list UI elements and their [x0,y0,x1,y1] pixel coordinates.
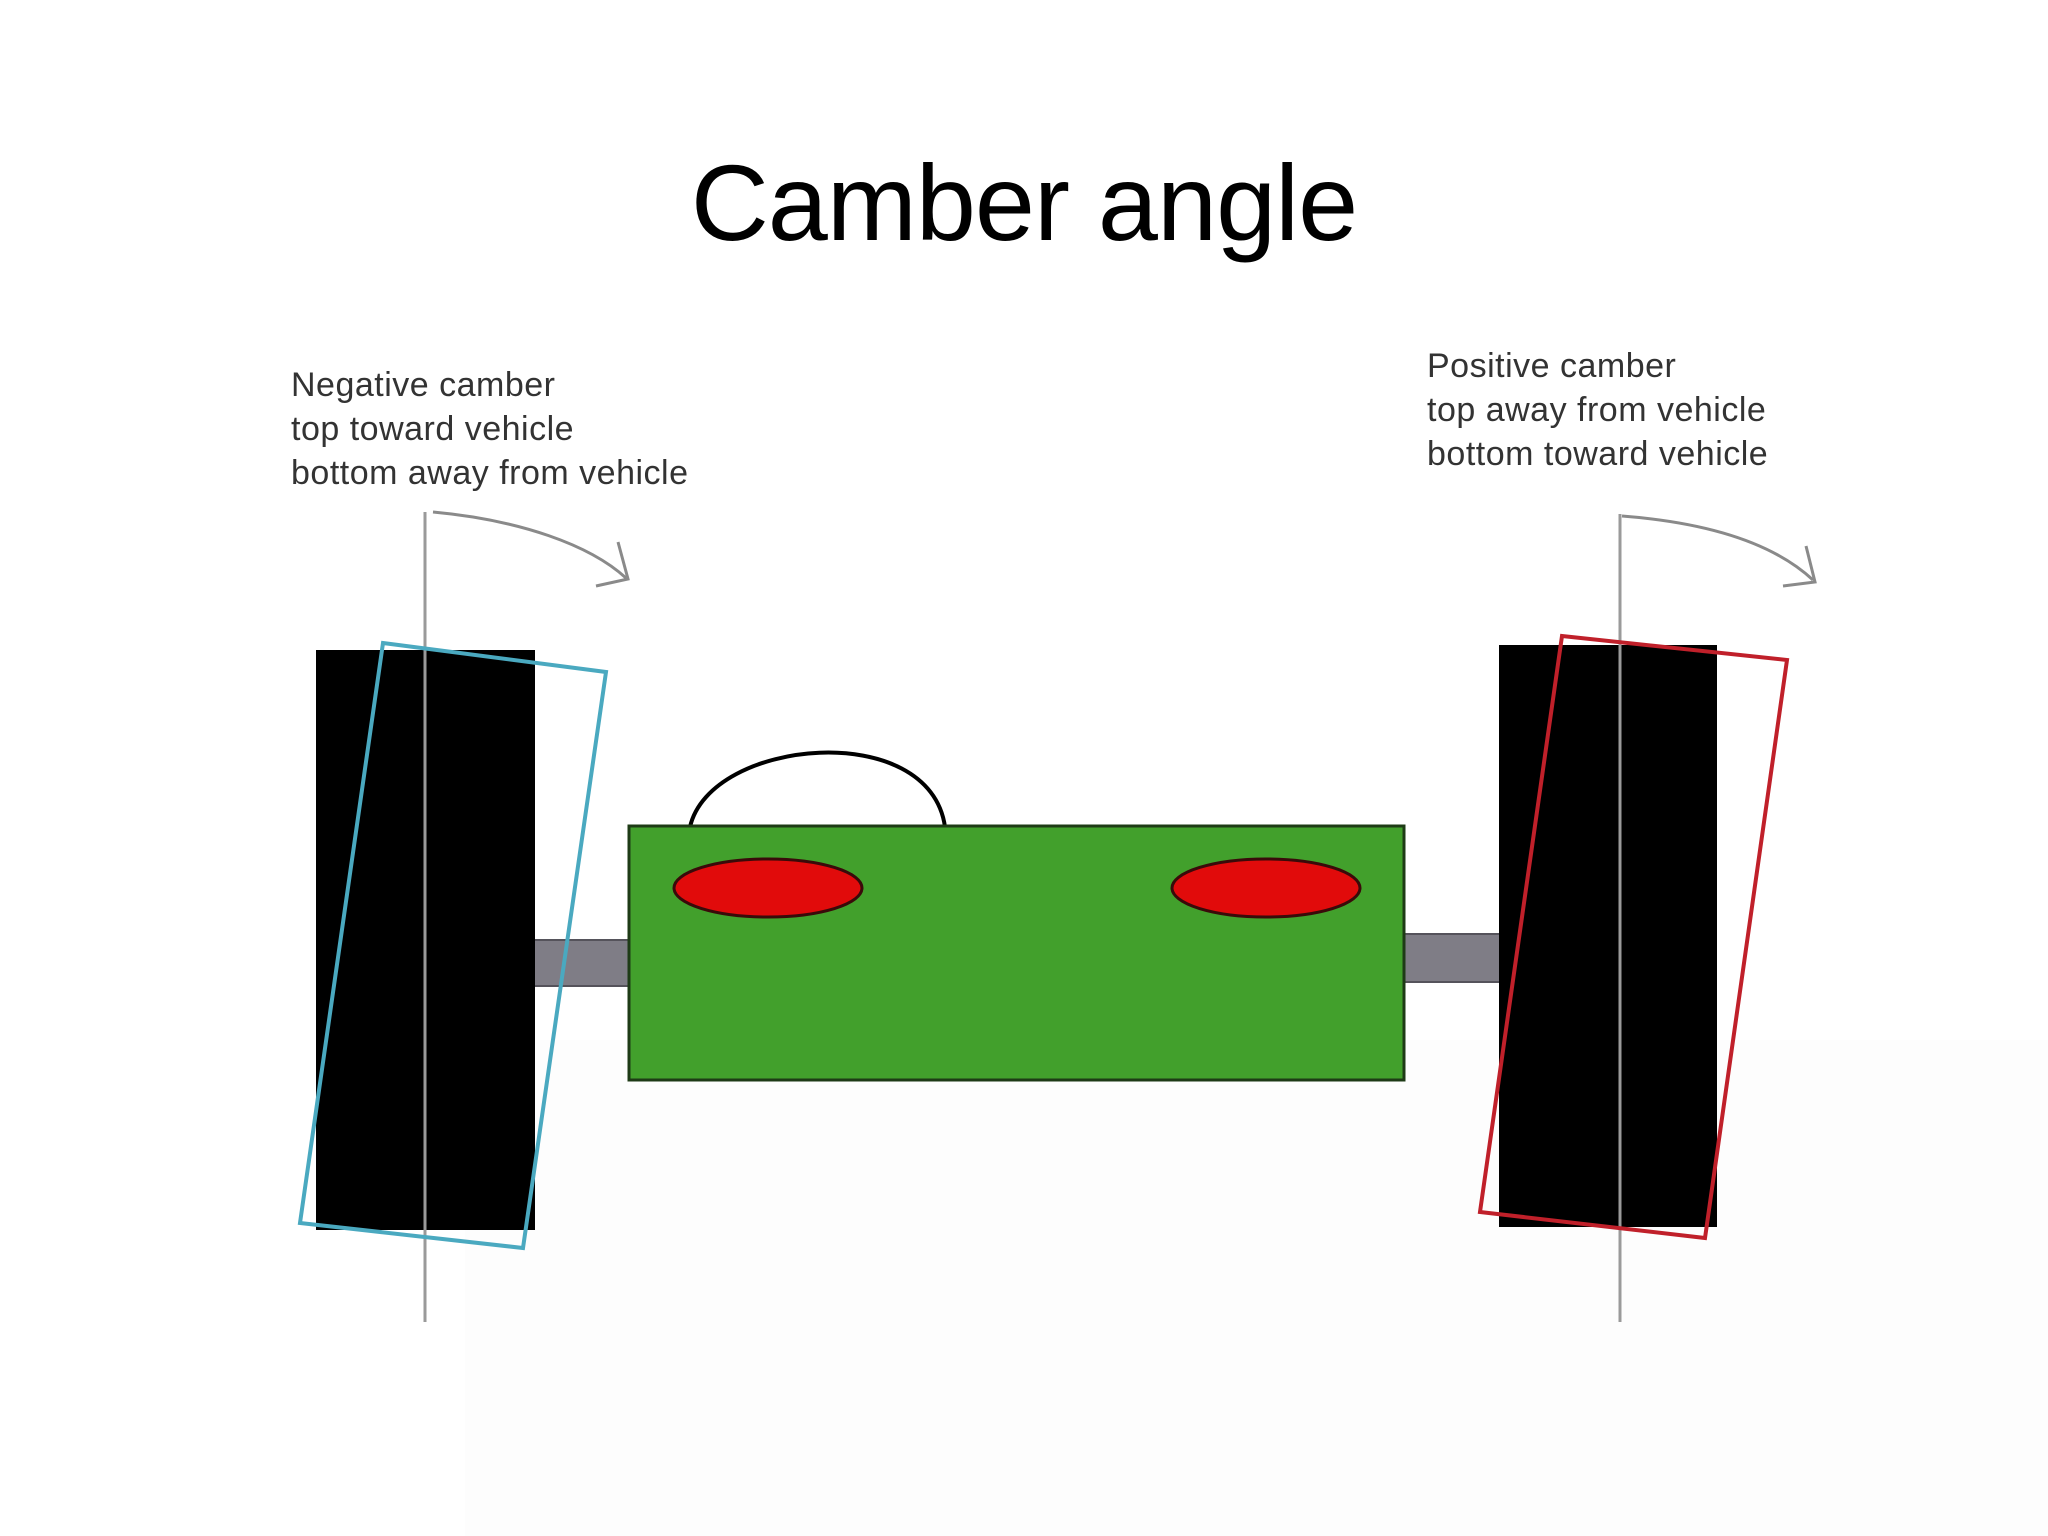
right-tire [1499,645,1717,1227]
negative-camber-line-1: top toward vehicle [291,410,574,448]
negative-camber-line-2: bottom away from vehicle [291,454,689,492]
negative-camber-arrow-icon [432,510,630,588]
positive-camber-heading: Positive camber [1427,347,1676,385]
left-axle [529,939,633,987]
negative-camber-wheel-outline [297,640,609,1251]
right-light [1170,857,1362,919]
left-light [672,857,864,919]
positive-camber-line-2: bottom toward vehicle [1427,435,1768,473]
negative-camber-heading: Negative camber [291,366,556,404]
positive-camber-line-1: top away from vehicle [1427,391,1766,429]
negative-camber-caption: Negative camber top toward vehicle botto… [291,366,689,492]
driver-head-outline [688,750,947,828]
right-axle [1401,933,1503,983]
diagram-panel [465,1040,2048,1536]
slide-title: Camber angle [690,142,1358,263]
positive-camber-caption: Positive camber top away from vehicle bo… [1427,347,1768,473]
positive-camber-wheel-outline [1477,633,1790,1241]
positive-camber-arrow-icon [1621,514,1817,588]
